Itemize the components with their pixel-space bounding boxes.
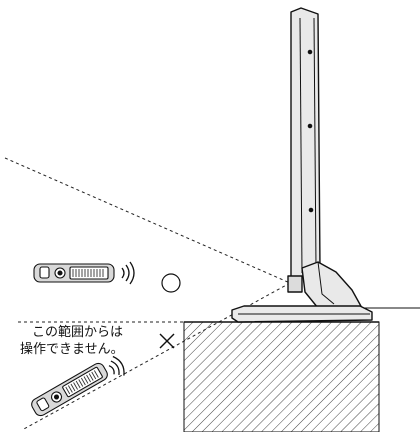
caption-line-1: この範囲からは <box>32 325 124 340</box>
range-upper-boundary <box>4 157 291 284</box>
tv-side-view-icon <box>231 7 373 323</box>
signal-waves-icon <box>121 261 135 285</box>
tv-stand-cabinet <box>183 321 380 432</box>
remote-control-icon <box>33 263 115 283</box>
ng-marker <box>159 333 175 349</box>
caption-line-2: 操作できません。 <box>20 342 124 357</box>
signal-waves-icon <box>108 355 125 376</box>
ok-marker <box>161 273 181 293</box>
remote-control-icon <box>31 362 108 417</box>
